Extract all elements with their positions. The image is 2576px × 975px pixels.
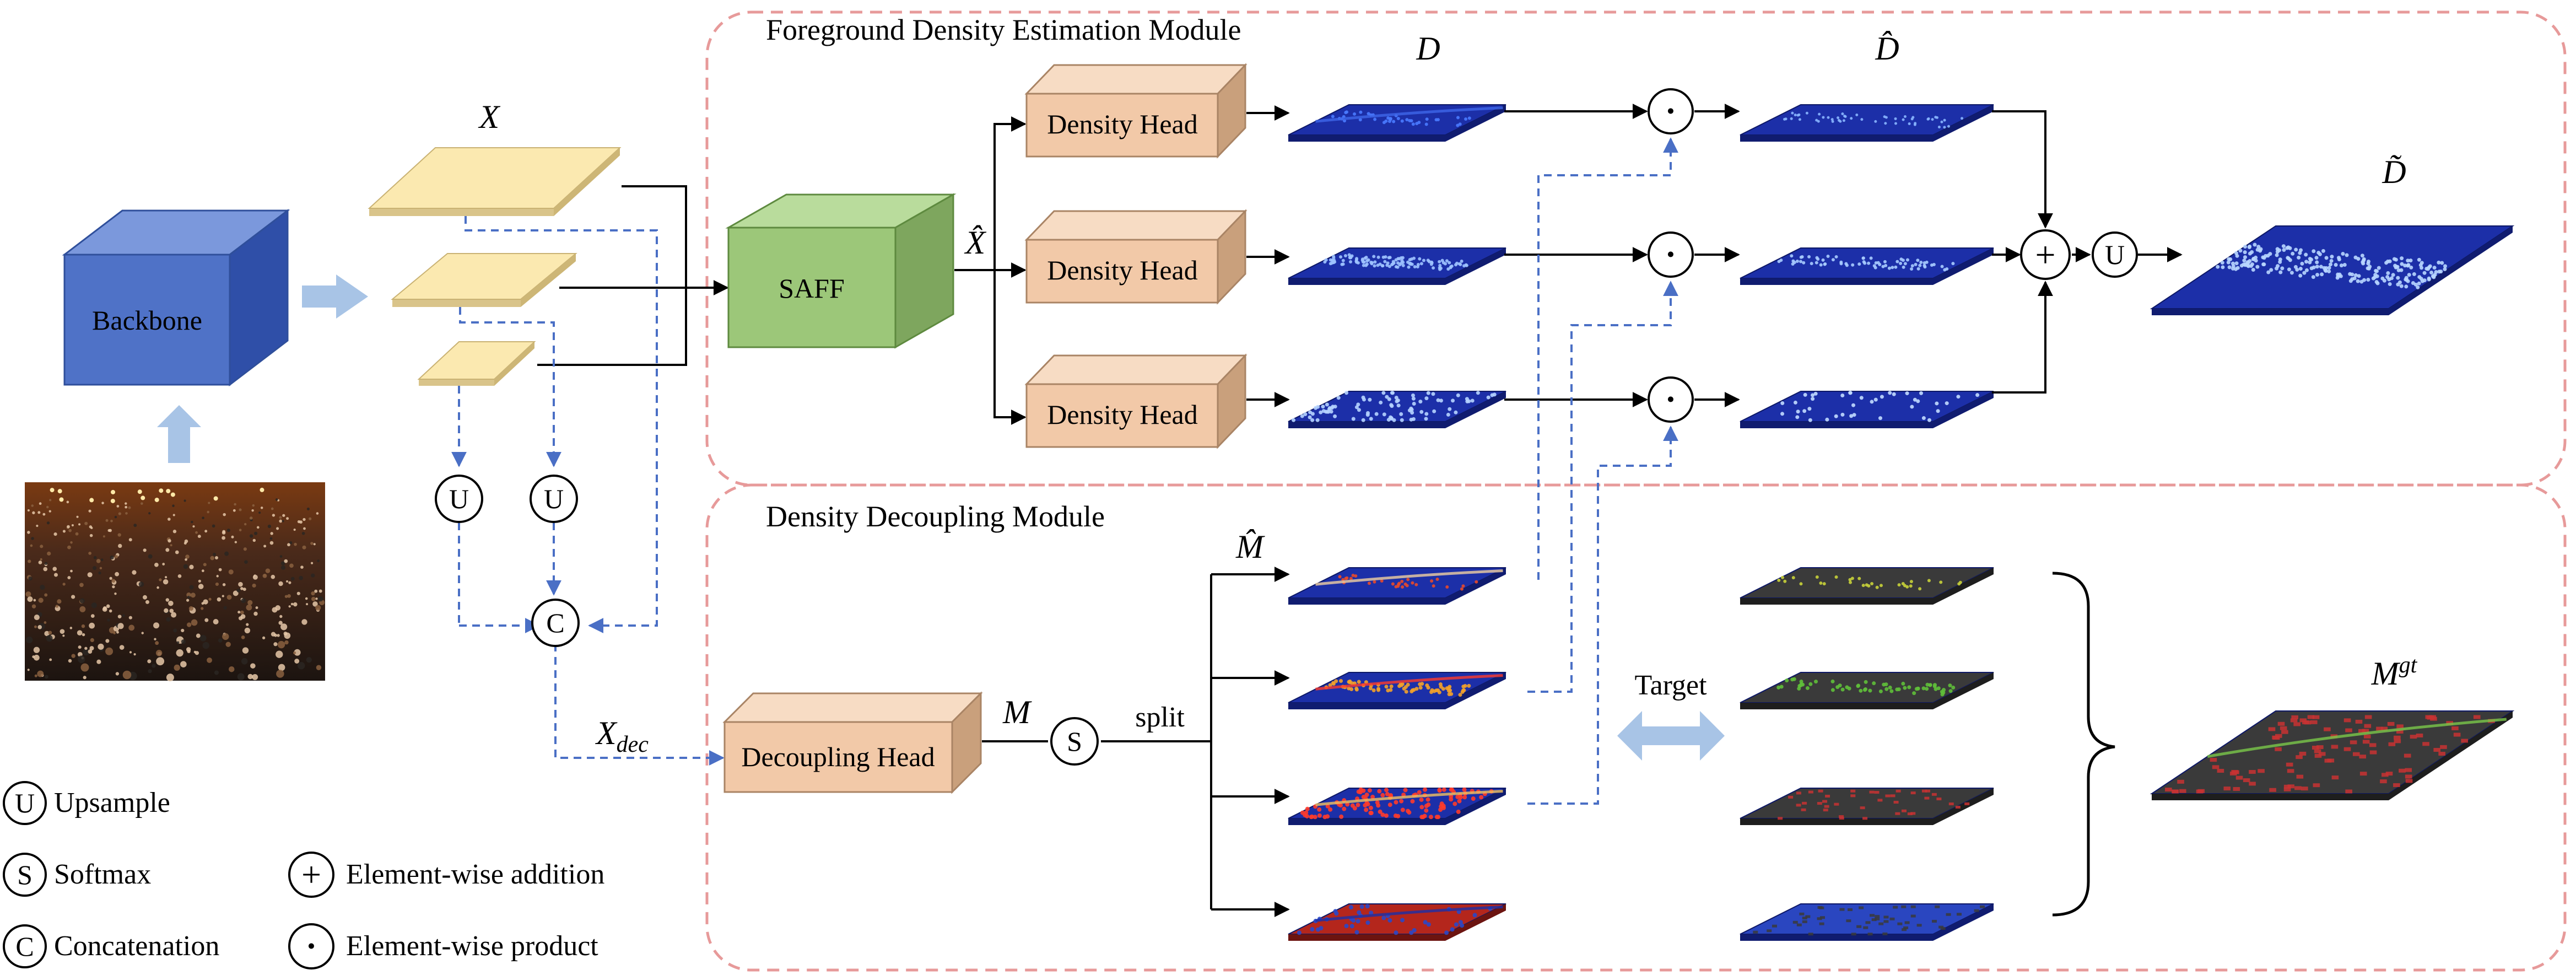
decoupling-module-frame <box>705 483 2567 972</box>
upsample-op-2: U <box>530 475 578 523</box>
masked-density-map-3 <box>1740 391 1994 428</box>
backbone-block: Backbone <box>62 208 290 387</box>
M-symbol: M <box>1002 694 1032 730</box>
saff-to-heads-lines <box>954 116 1027 425</box>
svg-text:+: + <box>301 855 321 894</box>
legend-upsample-label: Upsample <box>54 787 170 818</box>
backbone-label: Backbone <box>92 305 202 336</box>
gt-mask-2 <box>1740 672 1994 709</box>
legend-addition: + Element-wise addition <box>288 852 604 898</box>
feature-map-medium <box>391 253 577 307</box>
input-image <box>25 482 325 682</box>
upsample-op-3: U <box>2092 231 2138 278</box>
legend-upsample: U Upsample <box>3 781 170 825</box>
decoupling-module-title: Density Decoupling Module <box>766 500 1105 533</box>
final-density-map <box>2150 225 2515 315</box>
product-op-3: · <box>1648 376 1694 423</box>
density-head-3: Density Head <box>1024 353 1248 449</box>
density-head-2: Density Head <box>1024 209 1248 305</box>
density-map-D3 <box>1288 391 1506 428</box>
saff-block: SAFF <box>725 193 957 349</box>
legend-concatenation: C Concatenation <box>3 924 219 968</box>
image-to-backbone-arrow <box>157 405 201 463</box>
D-tilde-symbol: D̃ <box>2381 154 2406 190</box>
gt-mask-1 <box>1740 567 1994 605</box>
product-op-2: · <box>1648 231 1694 278</box>
foreground-module-title: Foreground Density Estimation Module <box>766 13 1241 46</box>
group-brace <box>2052 572 2115 917</box>
svg-text:U: U <box>15 788 35 818</box>
heads-to-maps-lines <box>1246 105 1290 407</box>
feature-map-small <box>417 341 536 386</box>
legend-concatenation-label: Concatenation <box>54 930 219 962</box>
product-path-lines <box>1504 104 2183 407</box>
svg-text:S: S <box>1067 726 1082 757</box>
mask-map-2 <box>1288 672 1506 709</box>
D-hat-symbol: D̂ <box>1875 30 1899 67</box>
feature-map-large <box>368 147 622 216</box>
svg-text:U: U <box>2105 239 2125 270</box>
X-hat-symbol: X̂ <box>964 224 987 261</box>
addition-op: + <box>2020 229 2071 280</box>
decoupling-head: Decoupling Head <box>722 691 983 794</box>
X-dec-symbol: Xdec <box>595 715 649 757</box>
softmax-op: S <box>1050 717 1099 766</box>
upsample-op-1: U <box>435 475 483 523</box>
svg-text:C: C <box>15 931 34 962</box>
svg-text:S: S <box>17 859 33 890</box>
svg-text:Density Head: Density Head <box>1047 255 1198 286</box>
svg-text:C: C <box>546 607 564 638</box>
product-op-1: · <box>1648 88 1694 134</box>
svg-text:·: · <box>1665 236 1677 273</box>
X-symbol: X <box>478 99 501 135</box>
mask-map-1 <box>1288 567 1506 605</box>
density-head-1: Density Head <box>1024 63 1248 159</box>
svg-text:U: U <box>449 483 469 514</box>
svg-text:·: · <box>1665 381 1677 418</box>
M-gt-symbol: Mgt <box>2371 653 2418 692</box>
gt-mask-4 <box>1740 903 1994 941</box>
svg-text:Density Head: Density Head <box>1047 399 1198 430</box>
target-double-arrow <box>1617 711 1725 761</box>
svg-text:+: + <box>2035 235 2055 275</box>
split-lines <box>982 567 1290 917</box>
mask-to-product-lines <box>1527 137 1678 805</box>
saff-label: SAFF <box>779 273 845 304</box>
mask-map-4 <box>1288 903 1506 941</box>
masked-density-map-2 <box>1740 247 1994 285</box>
gt-mask-combined <box>2150 710 2515 800</box>
svg-text:U: U <box>544 483 564 514</box>
density-map-D1 <box>1288 104 1506 142</box>
legend-addition-label: Element-wise addition <box>346 859 604 890</box>
target-label: Target <box>1634 670 1707 701</box>
legend: U Upsample S Softmax C Concatenation + E… <box>3 781 604 969</box>
legend-softmax-label: Softmax <box>54 859 151 890</box>
D-symbol: D <box>1416 30 1440 67</box>
mask-map-3 <box>1288 787 1506 825</box>
svg-text:Decoupling Head: Decoupling Head <box>741 741 935 772</box>
concat-op: C <box>531 599 580 647</box>
backbone-to-features-arrow <box>302 274 368 319</box>
decoupling-branch-lines <box>451 216 725 766</box>
svg-text:Density Head: Density Head <box>1047 109 1198 139</box>
gt-mask-3 <box>1740 788 1994 825</box>
M-hat-symbol: M̂ <box>1235 529 1265 565</box>
masked-density-map-1 <box>1740 104 1994 142</box>
density-map-D2 <box>1288 247 1506 285</box>
svg-text:·: · <box>306 928 317 965</box>
svg-text:·: · <box>1665 93 1677 130</box>
legend-softmax: S Softmax <box>3 853 151 897</box>
legend-product: · Element-wise product <box>288 923 598 969</box>
split-label: split <box>1135 702 1185 733</box>
features-to-saff-lines <box>537 185 729 366</box>
legend-product-label: Element-wise product <box>346 930 598 962</box>
